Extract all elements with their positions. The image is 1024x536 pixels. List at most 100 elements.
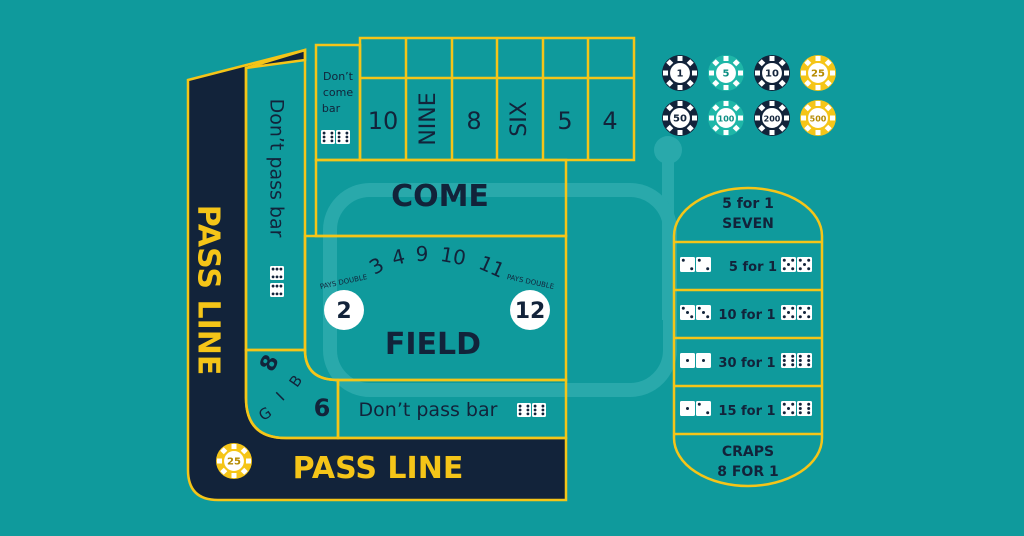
chip-500-edge-spot <box>815 101 821 106</box>
dont-come-die-1-pip <box>330 139 334 143</box>
chip-1-inlay-ring <box>669 62 691 84</box>
prop-row-2-right-die-1-pip <box>787 311 790 314</box>
prop-row-3-right-die-2-pip <box>807 354 811 358</box>
field-label: FIELD <box>385 327 481 362</box>
pass-line-chip[interactable]: 25 <box>216 443 252 479</box>
chip-5-edge-spot <box>723 56 729 61</box>
prop-row-1-label[interactable]: 5 for 1 <box>729 260 777 275</box>
chip-25-edge-spot <box>824 59 832 67</box>
prop-seven-line-2: SEVEN <box>722 216 774 232</box>
place-number-8: 8 <box>466 107 481 135</box>
dont-pass-bottom-die-2 <box>532 403 546 417</box>
chip-10[interactable]: 10 <box>754 55 790 91</box>
chip-5-inlay-ring <box>715 62 737 84</box>
chip-10-inlay <box>761 62 783 84</box>
chip-5-edge-spot <box>712 79 720 87</box>
prop-row-2-right-die-2-pip <box>798 315 802 319</box>
chip-500-edge-spot <box>824 124 832 132</box>
chip-5-edge-spot <box>712 59 720 67</box>
chip-200-inlay-ring <box>761 107 783 129</box>
chip-100[interactable]: 100 <box>708 100 744 136</box>
pass-line-vertical-label: PASS LINE <box>191 205 226 376</box>
chip-10-edge-spot <box>758 59 766 67</box>
prop-row-3-right-die-2-pip <box>798 363 802 367</box>
chip-1-edge-spot <box>677 85 683 90</box>
chip-1-edge-spot <box>663 70 668 76</box>
chip-500-edge-spot <box>830 115 835 121</box>
chip-200[interactable]: 200 <box>754 100 790 136</box>
chip-10-edge-spot <box>769 85 775 90</box>
prop-row-4-right-die-2-pip <box>798 402 802 406</box>
dont-come-die-2-pip <box>337 135 341 139</box>
big-six: 6 <box>314 394 331 422</box>
chip-50-inlay <box>669 107 691 129</box>
chip-200-edge-spot <box>755 115 760 121</box>
chip-500-value: 500 <box>810 115 827 124</box>
prop-row-2-left-die-1 <box>680 305 695 320</box>
chip-5-edge-spot <box>732 59 740 67</box>
field-number-4: 4 <box>389 244 407 270</box>
chip-200-edge-spot <box>769 130 775 135</box>
prop-row-4-right-die-2-pip <box>807 407 811 410</box>
prop-row-3-left-die-1 <box>680 353 695 368</box>
prop-row-4-label[interactable]: 15 for 1 <box>718 404 775 419</box>
big-letter-i: I <box>273 389 289 405</box>
chip-1-edge-spot <box>677 56 683 61</box>
prop-row-3-right-die-2-pip <box>798 359 802 362</box>
chip-25[interactable]: 25 <box>800 55 836 91</box>
prop-row-4-right-die-2 <box>797 401 812 416</box>
prop-row-2-label[interactable]: 10 for 1 <box>718 308 775 323</box>
prop-row-2-right-die-2-pip <box>807 315 811 319</box>
chip-5[interactable]: 5 <box>708 55 744 91</box>
chip-10-edge-spot <box>758 79 766 87</box>
prop-row-4-left-die-1-pip <box>686 407 689 410</box>
chip-50-edge-spot <box>677 130 683 135</box>
dont-pass-vertical-die-2-pip <box>275 292 279 296</box>
chip-25-edge-spot <box>815 85 821 90</box>
chip-50[interactable]: 50 <box>662 100 698 136</box>
field-number-3: 3 <box>365 252 388 279</box>
prop-row-3-right-die-1-pip <box>782 354 786 358</box>
dont-come-die-1-pip <box>322 131 326 135</box>
chip-100-edge-spot <box>712 104 720 112</box>
prop-row-1-right-die-1-pip <box>782 267 786 271</box>
prop-row-3-label[interactable]: 30 for 1 <box>718 356 775 371</box>
chip-1[interactable]: 1 <box>662 55 698 91</box>
chip-5-inlay <box>715 62 737 84</box>
chip-50-inlay-ring <box>669 107 691 129</box>
dont-pass-bottom-die-1-pip <box>518 412 522 416</box>
field-number-10: 10 <box>439 242 468 270</box>
chip-50-edge-spot <box>677 101 683 106</box>
pass-line-chip-25-edge-spot <box>231 444 237 449</box>
chip-500[interactable]: 500 <box>800 100 836 136</box>
pays-double-right: PAYS DOUBLE <box>506 273 555 291</box>
chip-1-edge-spot <box>666 79 674 87</box>
prop-row-2-right-die-2-pip <box>798 306 802 310</box>
dont-pass-bottom-die-2-pip <box>541 404 545 408</box>
chip-25-value: 25 <box>811 69 825 80</box>
dont-pass-bar-bottom-label: Don’t pass bar <box>359 399 498 421</box>
prop-row-1-right-die-1 <box>781 257 796 272</box>
prop-row-1-right-die-1-pip <box>782 258 786 262</box>
prop-row-3-right-die-1-pip <box>791 359 795 362</box>
dont-pass-vertical-die-1-pip <box>279 275 283 279</box>
dice-layer <box>270 130 812 417</box>
place-numbers-grid <box>358 36 636 162</box>
prop-row-1-right-die-1-pip <box>791 258 795 262</box>
dont-come-line-2: come <box>323 86 353 99</box>
big-eight: 8 <box>256 351 285 375</box>
field-area[interactable] <box>303 234 568 382</box>
chip-100-edge-spot <box>732 124 740 132</box>
prop-row-2-right-die-1-pip <box>782 315 786 319</box>
place-number-nine: NINE <box>416 92 441 145</box>
dont-pass-bottom-die-1-pip <box>518 404 522 408</box>
prop-row-1-left-die-2 <box>696 257 711 272</box>
chip-200-edge-spot <box>769 101 775 106</box>
dont-pass-bottom-die-1-pip <box>526 408 530 412</box>
dont-pass-vertical-die-2-pip <box>279 292 283 296</box>
chip-10-edge-spot <box>769 56 775 61</box>
dont-pass-vertical-die-1-pip <box>275 267 279 271</box>
dont-pass-bottom-die-1-pip <box>526 404 530 408</box>
prop-row-2-right-die-2 <box>797 305 812 320</box>
pass-line-chip-25[interactable]: 25 <box>216 443 252 479</box>
